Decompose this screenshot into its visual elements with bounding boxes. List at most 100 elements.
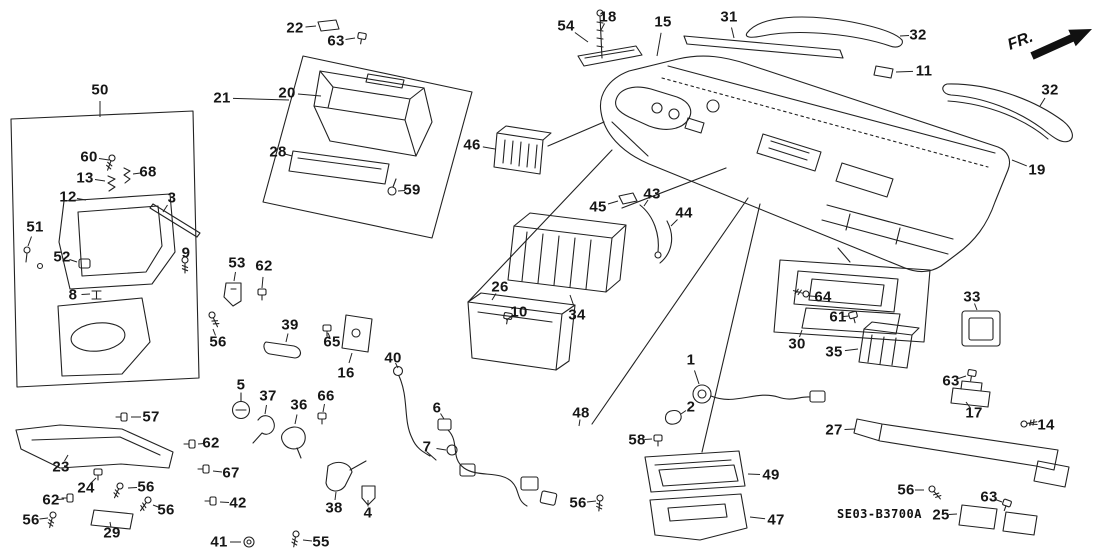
leader-line xyxy=(809,295,817,297)
part-callout: 56 xyxy=(569,494,587,512)
leader-line xyxy=(440,413,445,420)
part-callout: 28 xyxy=(269,143,287,161)
part-callout: 7 xyxy=(422,438,432,456)
part-callout: 2 xyxy=(686,398,696,416)
part-callout: 66 xyxy=(317,387,335,405)
leader-line xyxy=(322,403,325,413)
leader-line xyxy=(680,410,687,415)
part-callout: 29 xyxy=(103,524,121,542)
leader-line xyxy=(305,25,317,28)
leader-line xyxy=(600,23,605,31)
leader-line xyxy=(747,473,761,476)
leader-line xyxy=(995,499,1003,503)
instrument-panel-drawing xyxy=(600,56,1009,271)
part-callout: 56 xyxy=(209,333,227,351)
leader-line xyxy=(899,35,910,37)
part-callout: 51 xyxy=(26,218,44,236)
part-callout: 27 xyxy=(825,421,843,439)
part-callout: 23 xyxy=(52,458,70,476)
leader-line xyxy=(297,93,322,97)
part-callout: 4 xyxy=(363,504,373,522)
leader-line xyxy=(302,539,313,542)
part-callout: 57 xyxy=(142,408,160,426)
leader-line xyxy=(64,454,69,462)
part-callout: 17 xyxy=(965,404,983,422)
part-callout: 64 xyxy=(814,288,832,306)
leader-line xyxy=(284,153,293,157)
part-callout: 33 xyxy=(963,288,981,306)
pocket-tray-group xyxy=(468,293,575,370)
part-callout: 43 xyxy=(643,185,661,203)
part-callout: 12 xyxy=(59,188,77,206)
part-callout: 48 xyxy=(572,404,590,422)
leader-line xyxy=(1028,423,1038,425)
part-callout: 53 xyxy=(228,254,246,272)
connector-lines xyxy=(468,122,850,452)
part-callout: 32 xyxy=(909,26,927,44)
center-small-parts xyxy=(183,315,436,548)
part-callout: 61 xyxy=(829,308,847,326)
leader-line xyxy=(694,370,700,385)
leader-line xyxy=(895,70,914,73)
leader-line xyxy=(482,146,496,150)
leader-line xyxy=(76,198,87,201)
leader-line xyxy=(799,329,803,338)
leader-line xyxy=(109,521,112,528)
top-fasteners xyxy=(578,10,642,66)
leader-line xyxy=(197,443,205,445)
leader-line xyxy=(974,303,978,311)
part-callout: 60 xyxy=(80,148,98,166)
leader-line xyxy=(965,401,971,408)
leader-line xyxy=(27,236,32,247)
leader-line xyxy=(1039,97,1046,107)
part-callout: 63 xyxy=(980,488,998,506)
leader-line xyxy=(264,404,267,415)
part-callout: 5 xyxy=(236,376,246,394)
leader-line xyxy=(345,37,356,40)
leader-line xyxy=(574,32,589,43)
right-small-parts xyxy=(951,311,1038,429)
glovebox-group xyxy=(11,111,200,387)
part-callout: 6 xyxy=(432,399,442,417)
part-callout: 55 xyxy=(312,533,330,551)
leader-line xyxy=(843,315,850,317)
part-callout: 40 xyxy=(384,349,402,367)
part-callout: 56 xyxy=(22,511,40,529)
part-callout: 42 xyxy=(229,494,247,512)
part-callout: 3 xyxy=(167,189,177,207)
leader-line xyxy=(569,294,574,306)
part-callout: 63 xyxy=(327,32,345,50)
leader-line xyxy=(670,219,678,227)
part-callout: 50 xyxy=(91,81,109,99)
leader-line xyxy=(958,375,967,379)
leader-line xyxy=(505,315,513,321)
part-callout: 30 xyxy=(788,335,806,353)
lighter-socket-group xyxy=(653,385,825,447)
leader-line xyxy=(436,448,447,451)
leader-line xyxy=(39,517,49,520)
part-callout: 8 xyxy=(68,286,78,304)
lower-cover-group xyxy=(16,412,173,529)
leader-line xyxy=(348,352,353,364)
part-callout: 62 xyxy=(255,257,273,275)
leader-line xyxy=(644,438,653,440)
part-callout: 65 xyxy=(323,333,341,351)
lower-right-trim-group xyxy=(854,419,1069,535)
part-callout: 24 xyxy=(77,479,95,497)
leader-line xyxy=(162,204,168,213)
part-callout: 1 xyxy=(686,351,696,369)
leader-line xyxy=(334,491,337,501)
part-callout: 45 xyxy=(589,198,607,216)
leader-line xyxy=(578,419,581,427)
cluster-hood-group xyxy=(263,20,472,238)
part-callout: 39 xyxy=(281,316,299,334)
part-callout: 46 xyxy=(463,136,481,154)
leader-line xyxy=(1011,159,1027,167)
part-callout: 56 xyxy=(897,481,915,499)
part-callout: 54 xyxy=(557,17,575,35)
part-callout: 36 xyxy=(290,396,308,414)
part-callout: 15 xyxy=(654,13,672,31)
diagram-part-code: SE03-B3700A xyxy=(837,507,922,521)
